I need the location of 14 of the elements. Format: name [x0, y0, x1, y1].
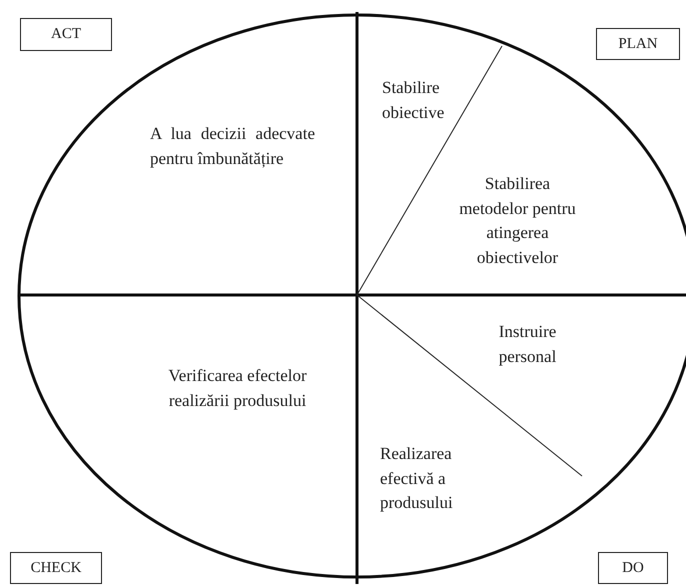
phase-label-box [598, 552, 668, 584]
phase-name: ACT [51, 26, 81, 43]
quadrant-text: Instruire personal [498, 321, 558, 368]
quadrant-text: Realizarea efectivă a produsului [380, 443, 454, 514]
quadrant-text: A lua decizii adecvate pentru îmbunătățire [150, 123, 315, 170]
quadrant-text: Stabilire obiective [382, 77, 446, 124]
phase-label-box [10, 552, 102, 584]
phase-label-box [20, 18, 112, 51]
phase-name: PLAN [618, 36, 658, 52]
phase-name: CHECK [30, 560, 82, 576]
quadrant-text: Stabilirea metodelor pentru atingerea obiectivelor [458, 173, 577, 269]
quadrant-text: Verificarea efectelor realizării produsului [167, 365, 308, 412]
phase-name: DO [622, 560, 644, 576]
phase-label-box [596, 28, 680, 60]
